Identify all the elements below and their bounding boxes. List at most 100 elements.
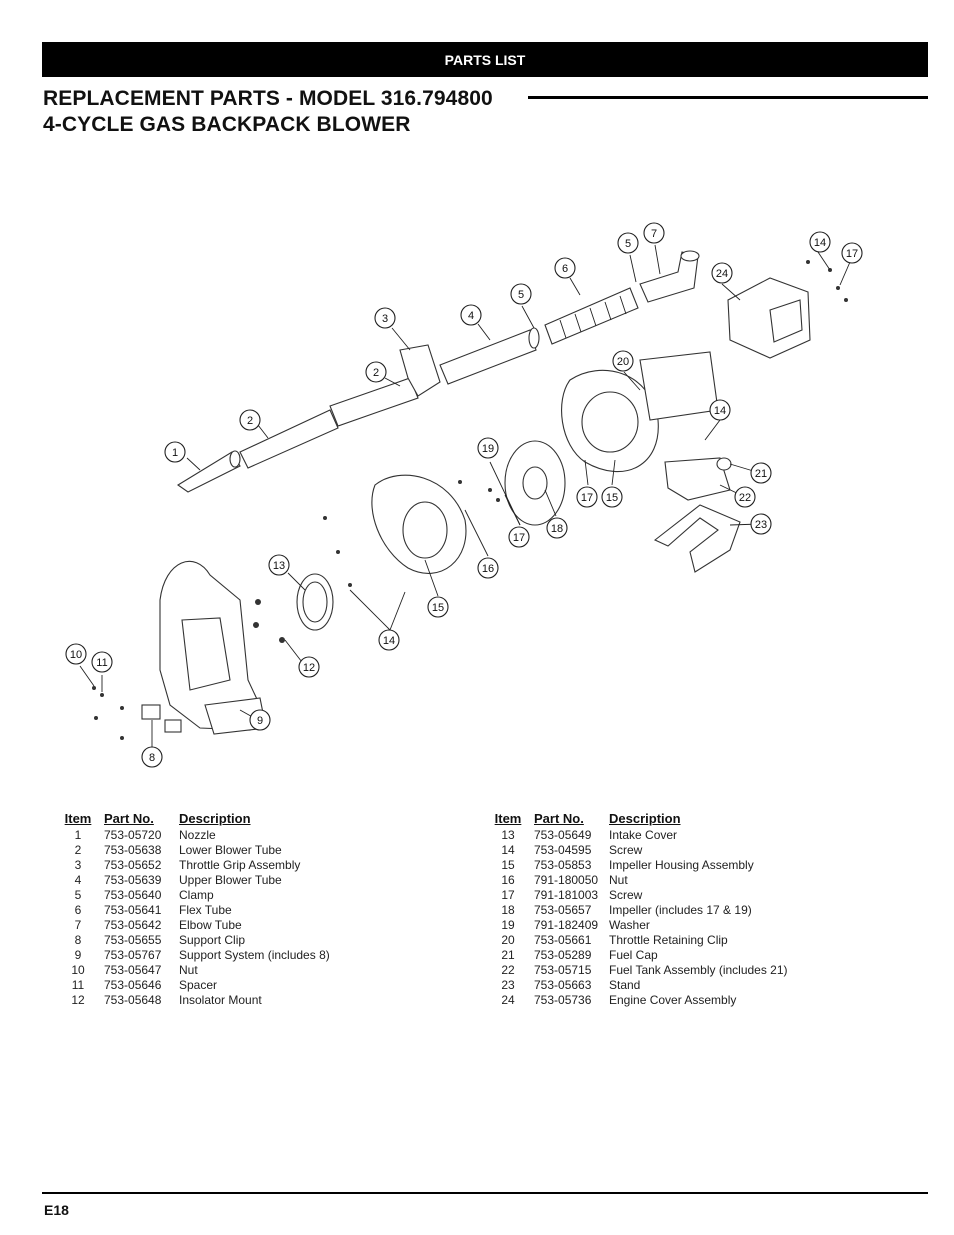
- row-part-no: 753-05652: [104, 858, 162, 872]
- row-item: 22: [501, 963, 515, 977]
- table-row: 20 753-05661 Throttle Retaining Clip: [492, 933, 889, 948]
- callout-13: 13: [268, 554, 290, 576]
- row-description: Impeller (includes 17 & 19): [609, 903, 752, 917]
- engine-block-part: [639, 351, 719, 421]
- svg-text:14: 14: [714, 405, 726, 417]
- row-part-no: 753-05648: [104, 993, 162, 1007]
- page-title: REPLACEMENT PARTS - MODEL 316.794800 4-C…: [43, 86, 493, 138]
- callout-22: 22: [734, 486, 756, 508]
- row-part-no: 753-04595: [534, 843, 592, 857]
- support-clips-part: [141, 704, 182, 733]
- row-item: 15: [501, 858, 515, 872]
- row-part-no: 753-05638: [104, 843, 162, 857]
- callout-24: 24: [711, 262, 733, 284]
- row-item: 7: [74, 918, 82, 932]
- svg-text:20: 20: [617, 356, 629, 368]
- callout-5b: 5: [617, 232, 639, 254]
- svg-text:17: 17: [581, 492, 593, 504]
- stand-part: [653, 504, 741, 573]
- row-description: Nut: [609, 873, 628, 887]
- svg-text:2: 2: [373, 367, 379, 379]
- header-item: Item: [64, 811, 92, 826]
- row-part-no: 753-05640: [104, 888, 162, 902]
- row-item: 16: [501, 873, 515, 887]
- row-item: 13: [501, 828, 515, 842]
- row-description: Support Clip: [179, 933, 246, 947]
- svg-text:22: 22: [739, 492, 751, 504]
- row-part-no: 753-05715: [534, 963, 592, 977]
- row-item: 21: [501, 948, 515, 962]
- row-part-no: 753-05639: [104, 873, 162, 887]
- header-description: Description: [609, 811, 681, 826]
- row-item: 4: [74, 873, 82, 887]
- row-item: 18: [501, 903, 515, 917]
- row-item: 2: [74, 843, 82, 857]
- row-description: Insolator Mount: [179, 993, 262, 1007]
- row-item: 20: [501, 933, 515, 947]
- impeller-part: [504, 440, 566, 526]
- svg-text:5: 5: [518, 289, 524, 301]
- row-description: Nut: [179, 963, 198, 977]
- callout-3: 3: [374, 307, 396, 329]
- svg-text:23: 23: [755, 519, 767, 531]
- exploded-parts-diagram: 1 2 2 3 4 5 5 6 7 8 9 10 11 12 13 14 14 …: [65, 222, 863, 768]
- elbow-tube-part: [639, 250, 700, 303]
- callout-9: 9: [249, 709, 271, 731]
- callout-17c: 17: [841, 242, 863, 264]
- row-part-no: 753-05661: [534, 933, 592, 947]
- row-part-no: 753-05657: [534, 903, 592, 917]
- svg-text:24: 24: [716, 268, 728, 280]
- callout-20: 20: [612, 350, 634, 372]
- svg-text:1: 1: [172, 447, 178, 459]
- callout-18: 18: [546, 517, 568, 539]
- callout-23: 23: [750, 513, 772, 535]
- row-item: 3: [74, 858, 82, 872]
- row-part-no: 753-05647: [104, 963, 162, 977]
- row-item: 11: [71, 978, 85, 992]
- row-description: Throttle Grip Assembly: [179, 858, 301, 872]
- svg-text:5: 5: [625, 238, 631, 250]
- row-item: 19: [501, 918, 515, 932]
- backpack-frame-part: [159, 560, 267, 735]
- row-part-no: 753-05646: [104, 978, 162, 992]
- header-description: Description: [179, 811, 251, 826]
- row-item: 10: [71, 963, 85, 977]
- table-row: 3 753-05652 Throttle Grip Assembly: [62, 858, 459, 873]
- row-description: Throttle Retaining Clip: [609, 933, 728, 947]
- callout-5a: 5: [510, 283, 532, 305]
- row-description: Lower Blower Tube: [179, 843, 282, 857]
- svg-text:15: 15: [606, 492, 618, 504]
- lower-blower-tube-part: [239, 377, 419, 469]
- svg-text:7: 7: [651, 228, 657, 240]
- svg-text:17: 17: [846, 248, 858, 260]
- row-part-no: 791-180050: [534, 873, 599, 887]
- row-description: Intake Cover: [609, 828, 678, 842]
- throttle-grip-part: [399, 344, 441, 397]
- row-part-no: 753-05655: [104, 933, 162, 947]
- row-description: Nozzle: [179, 828, 216, 842]
- row-description: Flex Tube: [179, 903, 232, 917]
- callout-14b: 14: [709, 399, 731, 421]
- banner-text: PARTS LIST: [444, 51, 526, 68]
- table-row: 18 753-05657 Impeller (includes 17 & 19): [492, 903, 889, 918]
- table-row: 10 753-05647 Nut: [62, 963, 459, 978]
- svg-text:14: 14: [383, 635, 395, 647]
- page-number: E18: [44, 1202, 69, 1218]
- svg-text:3: 3: [382, 313, 388, 325]
- front-housing-part: [371, 474, 467, 574]
- callout-17a: 17: [508, 526, 530, 548]
- table-header: Item Part No. Description: [62, 811, 459, 828]
